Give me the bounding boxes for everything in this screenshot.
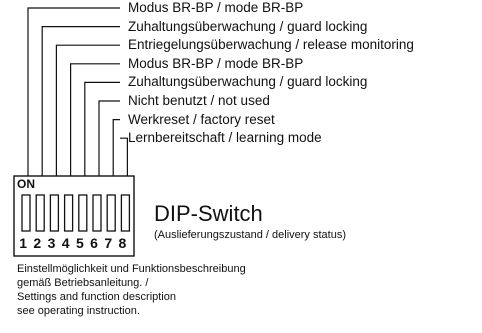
leader-line [112,118,120,176]
switch-slot-1 [21,194,31,232]
switch-label-1: Modus BR-BP / mode BR-BP [128,0,304,15]
leader-line [84,81,120,176]
switch-label-2: Zuhaltungsüberwachung / guard locking [128,18,368,34]
leader-line [27,7,120,176]
switch-slot-8 [120,194,131,232]
on-label: ON [17,177,35,191]
leader-lines [27,7,129,176]
switch-slot-2 [35,194,45,232]
leader-line [55,44,120,176]
switch-slot-3 [49,194,60,232]
switch-number: 8 [118,235,127,251]
switch-label-6: Nicht benutzt / not used [128,93,270,108]
switch-number: 1 [19,235,27,251]
settings-note: Einstellmöglichkeit und Funktionsbeschre… [17,263,246,317]
switch-number: 6 [90,235,98,251]
dip-switch-body [13,175,135,257]
switch-label-4: Modus BR-BP / mode BR-BP [128,55,304,71]
leader-line [69,63,120,176]
switch-number: 4 [61,235,70,251]
dip-switch-title: DIP-Switch [154,201,263,226]
switch-slot-4 [63,194,74,232]
switch-label-7: Werkreset / factory reset [128,111,275,127]
switch-label-3: Entriegelungsüberwachung / release monit… [128,37,414,53]
leader-line [41,26,120,176]
switch-slot-7 [106,194,116,232]
leader-line [120,137,129,176]
switch-label-5: Zuhaltungsüberwachung / guard locking [128,74,368,90]
switch-number: 3 [47,235,56,251]
switch-number: 7 [104,235,113,251]
switch-number: 5 [75,235,84,251]
switch-slot-6 [92,194,102,232]
leader-line [98,100,120,176]
delivery-status-subtitle: (Auslieferungszustand / delivery status) [154,229,346,241]
switch-label-8: Lernbereitschaft / learning mode [128,130,322,146]
switch-slot-5 [78,194,88,232]
switch-number: 2 [33,235,42,251]
